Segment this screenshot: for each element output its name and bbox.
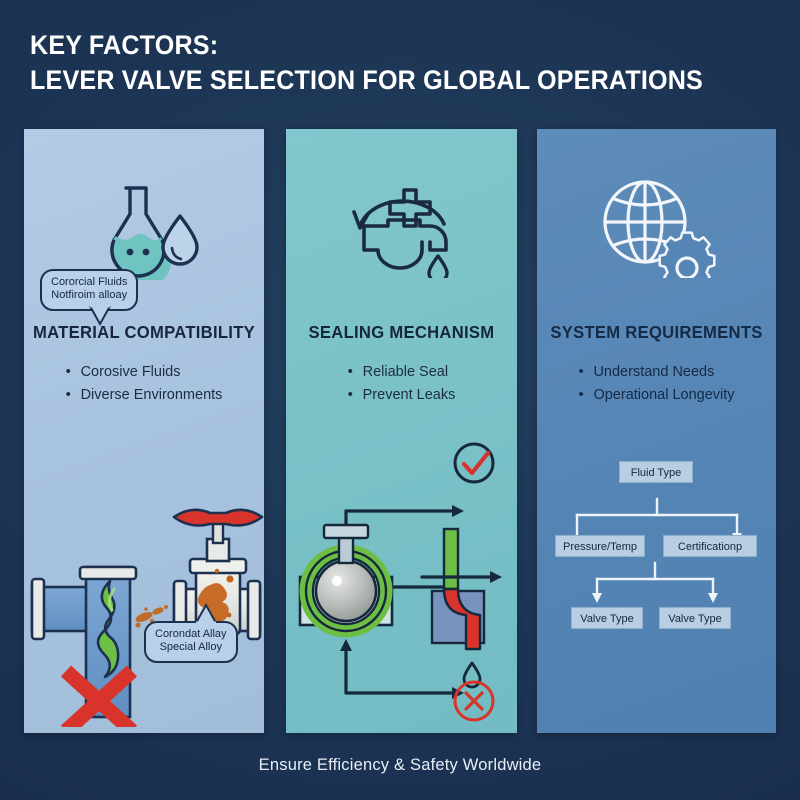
flow-node-fluid-type[interactable]: Fluid Type [619,461,693,483]
selection-flowchart: Fluid Type Pressure/Temp Certificationp … [537,439,776,727]
corroded-pipe-and-valve-illustration [24,439,264,727]
callout-line-1: Corondat Allay [155,628,227,640]
flow-node-valve-type-right[interactable]: Valve Type [659,607,731,629]
callout-line-2: Special Alloy [159,641,222,654]
list-item: Diverse Environments [66,383,223,408]
faucet-drip-icon [286,171,517,281]
column-system-requirements: SYSTEM REQUIREMENTS Understand Needs Ope… [537,129,776,733]
list-item: Corosive Fluids [66,360,223,385]
list-item: Operational Longevity [578,383,734,408]
column-material-compatibility: MATERIAL COMPATIBILITY Corosive Fluids D… [24,129,264,733]
callout-line-2: Notfiroim alloay [51,289,128,302]
column-heading: SEALING MECHANISM [308,322,495,342]
callout-corrosive-tail [89,305,111,327]
callout-corrosive: Cororcial Fluids Notfiroim alloay [40,269,139,311]
list-item: Understand Needs [578,360,734,385]
list-item: Prevent Leaks [348,383,456,408]
callout-alloy: Corondat Allay Special Alloy [144,621,238,663]
list-item: Reliable Seal [348,360,456,385]
flow-node-certification[interactable]: Certificationp [663,535,757,557]
column-bullets: Understand Needs Operational Longevity [537,360,776,408]
flow-node-valve-type-left[interactable]: Valve Type [571,607,643,629]
column-heading: MATERIAL COMPATIBILITY [32,322,256,342]
column-bullets: Corosive Fluids Diverse Environments [24,360,264,408]
column-sealing-mechanism: SEALING MECHANISM Reliable Seal Prevent … [286,129,517,733]
flask-droplet-icon [24,171,264,281]
page-title: KEY FACTORS: LEVER VALVE SELECTION FOR G… [30,28,718,97]
globe-gear-icon [537,171,776,281]
callout-line-1: Cororcial Fluids [51,276,128,288]
column-bullets: Reliable Seal Prevent Leaks [286,360,517,408]
ball-valve-seal-diagram [286,439,517,727]
title-line-1: KEY FACTORS: [30,30,219,60]
flow-node-pressure-temp[interactable]: Pressure/Temp [555,535,645,557]
title-line-2: LEVER VALVE SELECTION FOR GLOBAL OPERATI… [30,64,704,95]
footer-tagline: Ensure Efficiency & Safety Worldwide [258,756,542,774]
column-heading: SYSTEM REQUIREMENTS [550,322,763,342]
callout-alloy-tail [195,602,217,624]
